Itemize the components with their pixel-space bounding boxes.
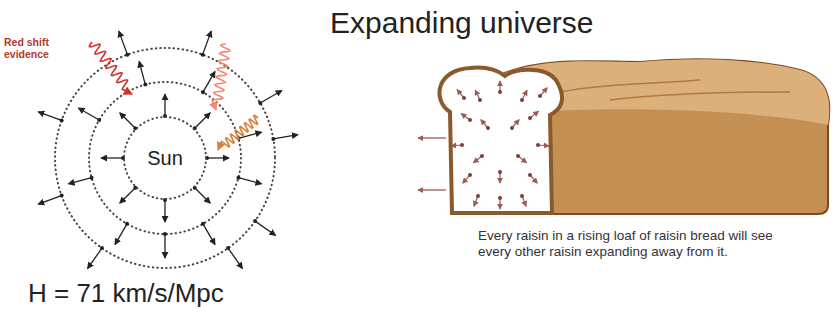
light-wave [212,44,230,110]
raisin [516,154,520,158]
expansion-arrow [88,248,102,268]
raisin [538,94,542,98]
galaxy-dot [163,232,167,236]
expansion-arrow [119,31,128,54]
expansion-arrow [68,178,91,184]
galaxy-dot [60,194,64,198]
raisin [536,143,540,147]
bread-note: Every raisin in a rising loaf of raisin … [478,228,808,259]
expansion-arrow [38,112,61,121]
dotted-circle [89,82,241,234]
raisin-arrows [418,81,549,209]
raisin [520,194,524,198]
raisin [528,116,532,120]
raisin-bread [418,59,829,214]
raisin [528,173,532,177]
sun-circle: Sun [123,116,207,200]
raisin [498,90,502,94]
expansion-arrows [38,31,298,268]
expansion-arrow [38,196,61,205]
galaxy-dot [271,137,275,141]
expansion-arrow [195,188,211,204]
expansion-arrow [195,113,211,129]
raisin-arrow [418,189,446,190]
raisin [486,126,490,130]
light-waves [89,42,258,150]
raisin [478,98,482,102]
galaxy-dot [201,222,205,226]
evidence-label: Red shift evidence [4,36,68,60]
node-text: Sun [147,147,183,170]
raisin [510,126,514,130]
expansion-arrow [115,224,127,245]
galaxy-dot [90,176,94,180]
expansion-arrow [164,234,165,258]
expansion-arrow [78,108,99,120]
raisin [480,154,484,158]
raisin [462,96,466,100]
galaxy-dot [60,118,64,122]
galaxy-dot [201,90,205,94]
galaxy-dot [125,222,129,226]
raisin [498,170,502,174]
expansion-arrow [203,224,215,245]
expansion-arrow [238,178,261,184]
expansion-arrow [273,135,298,139]
bread-slice [439,68,562,213]
expansion-arrow [139,61,145,84]
raisin [520,98,524,102]
galaxy-dot [253,219,257,223]
expansion-arrow [255,221,275,235]
galaxy-dot [258,101,262,105]
raisin [498,196,502,200]
hubble-constant: H = 71 km/s/Mpc [28,279,224,309]
raisin [468,173,472,177]
expansion-arrow [120,188,136,204]
dotted-circle [55,48,275,268]
galaxy-dot [125,53,129,57]
galaxy-dot [143,83,147,87]
expansion-arrow [203,31,212,54]
expansion-arrow [120,113,136,129]
galaxy-dot [226,246,230,250]
galaxy-dot [236,176,240,180]
raisin [476,194,480,198]
title: Expanding universe [330,6,594,41]
light-wave [218,115,258,150]
expansion-arrow [203,71,215,92]
galaxy-dot [100,246,104,250]
light-wave [89,42,132,94]
raisin [468,118,472,122]
crust-line [560,80,790,100]
galaxy-dot [97,118,101,122]
orbit-rings [55,48,275,268]
expansion-arrow [228,248,242,268]
galaxy-dot [201,53,205,57]
raisin [460,143,464,147]
dotted-circle [124,117,206,199]
expansion-arrow [164,200,165,222]
expansion-arrow [260,91,282,104]
expansion-arrow [207,157,229,158]
raisin-arrow [418,137,446,138]
expansion-arrow [164,94,165,116]
expansion-arrow [101,157,123,158]
